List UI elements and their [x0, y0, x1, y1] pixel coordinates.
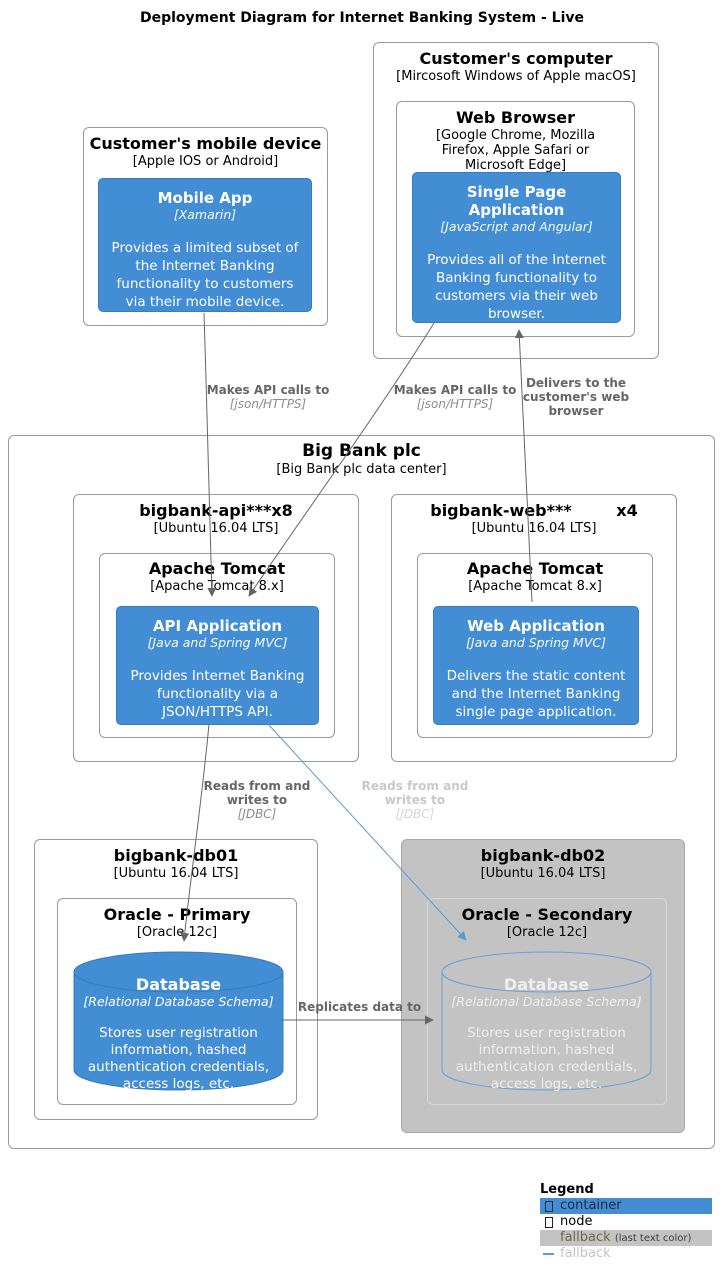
relationship-text: Reads from and writes to	[361, 779, 469, 807]
relationship-label-api-to-db02: Reads from and writes to [JDBC]	[355, 779, 475, 821]
diagram-title: Deployment Diagram for Internet Banking …	[139, 10, 585, 26]
node-tech: [Ubuntu 16.04 LTS]	[153, 521, 279, 536]
node-tech: [Oracle 12c]	[506, 925, 588, 940]
container-title: Mobile App	[157, 189, 253, 207]
relationship-label-mobile-to-api: Makes API calls to [json/HTTPS]	[198, 383, 338, 411]
node-apache-tomcat-web: Apache Tomcat [Apache Tomcat 8.x] Web Ap…	[417, 553, 653, 738]
node-tech: [Ubuntu 16.04 LTS]	[480, 866, 606, 881]
relationship-text: Makes API calls to	[393, 383, 517, 397]
node-tech: [Apple IOS or Android]	[132, 154, 279, 169]
legend-label: node	[560, 1214, 593, 1229]
node-bigbank-db01: bigbank-db01 [Ubuntu 16.04 LTS] Oracle -…	[34, 839, 318, 1120]
node-tech: [Big Bank plc data center]	[276, 462, 447, 477]
relationship-tech: [JDBC]	[237, 807, 277, 821]
relationship-tech: [json/HTTPS]	[229, 397, 307, 411]
database-title: Database	[503, 975, 590, 994]
legend-item-container: container	[540, 1198, 712, 1214]
node-title: Apache Tomcat	[466, 559, 604, 578]
node-title: bigbank-web*** x4	[430, 501, 638, 520]
node-bigbank-api: bigbank-api***x8 [Ubuntu 16.04 LTS] Apac…	[73, 494, 359, 762]
node-bigbank-db02: bigbank-db02 [Ubuntu 16.04 LTS] Oracle -…	[401, 839, 685, 1133]
legend-item-fallback-line: fallback	[540, 1246, 712, 1262]
node-tech: [Apache Tomcat 8.x]	[150, 579, 284, 594]
node-customers-mobile-device: Customer's mobile device [Apple IOS or A…	[83, 127, 328, 326]
node-customers-computer: Customer's computer [Mircosoft Windows o…	[373, 42, 659, 359]
legend-item-fallback-background: fallback (last text color)	[540, 1230, 712, 1246]
relationship-label-web-to-spa: Delivers to the customer's web browser	[518, 376, 634, 418]
relationship-tech: [json/HTTPS]	[416, 397, 494, 411]
container-tech: [JavaScript and Angular]	[440, 219, 593, 234]
container-api-application: API Application [Java and Spring MVC] Pr…	[116, 606, 319, 725]
container-title: API Application	[152, 617, 283, 635]
container-web-application: Web Application [Java and Spring MVC] De…	[433, 606, 639, 725]
node-title: Oracle - Secondary	[461, 905, 633, 924]
relationship-label-spa-to-api: Makes API calls to [json/HTTPS]	[385, 383, 525, 411]
fallback-line-icon	[543, 1253, 554, 1255]
container-tech: [Java and Spring MVC]	[466, 635, 606, 650]
relationship-text: Makes API calls to	[206, 383, 330, 397]
node-title: Apache Tomcat	[148, 559, 286, 578]
database-description: Stores user registration information, ha…	[455, 1025, 638, 1092]
node-tech: [Ubuntu 16.04 LTS]	[471, 521, 597, 536]
node-icon	[545, 1217, 553, 1228]
container-tech: [Java and Spring MVC]	[147, 635, 288, 650]
cylinder-shape	[441, 951, 652, 1091]
node-web-browser: Web Browser [Google Chrome, Mozilla Fire…	[396, 101, 635, 337]
container-title: Web Application	[467, 617, 605, 635]
node-tech: [Google Chrome, Mozilla Firefox, Apple S…	[435, 128, 596, 173]
node-title: Customer's mobile device	[89, 134, 322, 153]
node-title: bigbank-api***x8	[139, 501, 293, 520]
database-title: Database	[135, 975, 222, 994]
container-description: Provides a limited subset of the Interne…	[111, 240, 299, 310]
node-tech: [Apache Tomcat 8.x]	[468, 579, 602, 594]
container-description: Delivers the static content and the Inte…	[446, 668, 626, 720]
relationship-tech: [JDBC]	[395, 807, 435, 821]
legend-note: (last text color)	[614, 1233, 692, 1244]
container-tech: [Xamarin]	[173, 207, 237, 222]
node-tech: [Mircosoft Windows of Apple macOS]	[396, 69, 636, 84]
legend-label: fallback	[560, 1246, 611, 1261]
database-cylinder-secondary: Database [Relational Database Schema] St…	[441, 951, 652, 1092]
node-title: Customer's computer	[419, 49, 613, 68]
node-tech: [Oracle 12c]	[136, 925, 218, 940]
node-tech: [Ubuntu 16.04 LTS]	[113, 866, 239, 881]
container-single-page-application: Single Page Application [JavaScript and …	[412, 172, 621, 323]
container-description: Provides Internet Banking functionality …	[130, 668, 305, 720]
relationship-label-db01-to-db02: Replicates data to	[287, 1000, 432, 1014]
legend-label: fallback	[560, 1230, 611, 1245]
database-description: Stores user registration information, ha…	[87, 1025, 270, 1092]
node-title: bigbank-db02	[480, 846, 606, 865]
container-title: Single Page Application	[466, 183, 567, 219]
node-title: Big Bank plc	[302, 441, 421, 461]
legend-item-node: node	[540, 1214, 712, 1230]
node-title: Oracle - Primary	[103, 905, 251, 924]
cylinder-shape	[73, 951, 284, 1091]
database-tech: [Relational Database Schema]	[83, 994, 274, 1009]
node-title: Web Browser	[455, 108, 576, 127]
container-mobile-app: Mobile App [Xamarin] Provides a limited …	[98, 178, 312, 312]
node-oracle-primary: Oracle - Primary [Oracle 12c] Database […	[57, 898, 297, 1105]
relationship-text: Reads from and writes to	[203, 779, 311, 807]
relationship-label-api-to-db01: Reads from and writes to [JDBC]	[198, 779, 316, 821]
legend-label: container	[560, 1198, 622, 1213]
node-bigbank-web: bigbank-web*** x4 [Ubuntu 16.04 LTS] Apa…	[391, 494, 677, 762]
database-cylinder-primary: Database [Relational Database Schema] St…	[73, 951, 284, 1092]
relationship-text: Delivers to the customer's web browser	[522, 376, 630, 418]
relationship-text: Replicates data to	[297, 1000, 422, 1014]
node-apache-tomcat-api: Apache Tomcat [Apache Tomcat 8.x] API Ap…	[99, 553, 335, 738]
legend-title: Legend	[540, 1182, 594, 1197]
node-oracle-secondary: Oracle - Secondary [Oracle 12c] Database…	[427, 898, 667, 1105]
legend: Legend container node fallback (last tex…	[540, 1181, 712, 1262]
database-tech: [Relational Database Schema]	[451, 994, 642, 1009]
container-icon	[545, 1201, 553, 1212]
node-title: bigbank-db01	[113, 846, 239, 865]
container-description: Provides all of the Internet Banking fun…	[427, 252, 606, 322]
